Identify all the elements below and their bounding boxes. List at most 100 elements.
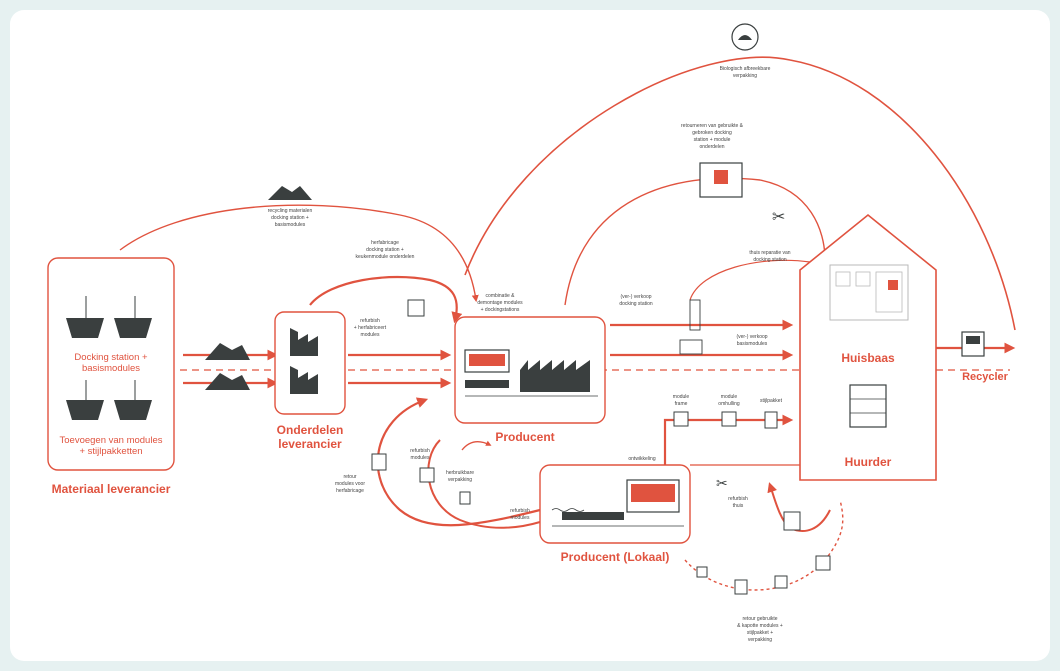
- annotation-herbruikbare-2: verpakking: [448, 477, 472, 483]
- arc-bottom-retour: [684, 499, 844, 591]
- annotation-refurbish-2: + herfabriceert: [354, 325, 387, 331]
- onderdelen-title-line2: leverancier: [278, 437, 342, 451]
- tools-icon: ✂: [716, 476, 728, 492]
- factory-line-icon: [520, 360, 590, 392]
- flow-lokaal-huurder: [663, 414, 794, 465]
- annotation-verkoop-basis-1: (ver-) verkoop: [736, 334, 767, 340]
- material-pile-icon: [205, 373, 250, 390]
- producent-title: Producent: [495, 430, 554, 444]
- annotation-refurbish-modules-1: refurbish: [410, 448, 430, 454]
- materiaal-item2-line2: + stijlpakketten: [79, 446, 142, 457]
- annotation-module-frame-2: frame: [675, 401, 688, 407]
- annotation-retour-2: gebroken docking: [692, 130, 732, 136]
- node-onderdelen-leverancier: [274, 311, 346, 415]
- annotation-biodegradable-2: verpakking: [733, 73, 757, 79]
- arc-biodegradable: [464, 56, 1016, 331]
- factory-icon: [290, 366, 318, 394]
- circular-flow-diagram: Docking station + basismodules Toevoegen…: [47, 23, 1016, 643]
- annotation-retour-modules-3: herfabricage: [336, 488, 364, 494]
- node-producent-lokaal: [539, 464, 691, 544]
- stijlpakket-icon: [764, 411, 778, 429]
- node-materiaal-leverancier: Docking station + basismodules Toevoegen…: [47, 257, 175, 471]
- retour-bottom-icon: [815, 555, 831, 571]
- retour-module-icon: [371, 453, 387, 471]
- loop-lokaal-1: [376, 397, 541, 527]
- annotation-retour-bottom-2: & kapotte modules +: [737, 623, 783, 629]
- onderdelen-title-line1: Onderdelen: [277, 423, 344, 437]
- module-icon: [849, 384, 887, 428]
- annotation-recycling-3: basismodules: [275, 222, 306, 228]
- node-producent: [454, 316, 606, 424]
- materiaal-item2-line1: Toevoegen van modules: [60, 435, 163, 446]
- basis-module-icon: [679, 339, 703, 355]
- annotation-retour-bottom-1: retour gebruikte: [742, 616, 777, 622]
- producent-lokaal-title: Producent (Lokaal): [561, 550, 670, 564]
- annotation-refurbish-3: modules: [361, 332, 380, 338]
- annotation-combinatie-3: + dockingstations: [481, 307, 520, 313]
- annotation-recycling-2: docking station +: [271, 215, 309, 221]
- annotation-verkoop-docking-2: docking station: [619, 301, 653, 307]
- annotation-biodegradable-1: Biologisch afbreekbare: [720, 66, 771, 72]
- arc-recycling: [119, 204, 479, 303]
- node-house: [799, 213, 937, 481]
- refurbish-module-icon: [419, 467, 435, 483]
- annotation-retour-1: retourneren van gebruikte &: [681, 123, 744, 129]
- annotation-thuis-2: docking station: [753, 257, 787, 263]
- annotation-retour-3: station + module: [694, 137, 731, 143]
- home-module-icon: [783, 511, 801, 531]
- annotation-verkoop-basis-2: basismodules: [737, 341, 768, 347]
- materiaal-item1-line2: basismodules: [82, 363, 140, 374]
- arc-retour-top: [564, 177, 826, 306]
- verpakking-icon: [459, 491, 471, 505]
- annotation-herbruikbare-1: herbruikbare: [446, 470, 474, 476]
- arc-herfabricage: [309, 275, 463, 324]
- annotation-refurbish-thuis-1: refurbish: [728, 496, 748, 502]
- annotation-herfabricage-1: herfabricage: [371, 240, 399, 246]
- annotation-retour-modules-1: retour: [343, 474, 356, 480]
- huisbaas-title: Huisbaas: [841, 351, 895, 365]
- factory-icon: [290, 328, 318, 356]
- annotation-thuis-1: thuis reparatie van: [749, 250, 790, 256]
- materiaal-title: Materiaal leverancier: [52, 482, 171, 496]
- annotation-module-frame-1: module: [673, 394, 690, 400]
- bin-icon-1: [66, 296, 152, 420]
- arc-thuis-reparatie: [689, 259, 811, 301]
- module-frame-icon: [673, 411, 689, 427]
- annotation-ontwikkeling: ontwikkeling: [628, 456, 655, 462]
- loop-lokaal-2: [427, 439, 541, 529]
- retour-bottom-icon: [774, 575, 788, 589]
- recycler-title: Recycler: [962, 371, 1009, 383]
- annotation-herfabricage-3: keukenmodule onderdelen: [356, 254, 415, 260]
- annotation-retour-modules-2: modules voor: [335, 481, 365, 487]
- plant-icon: [731, 23, 759, 51]
- annotation-refurbish-producten-1: refurbish: [510, 508, 530, 514]
- annotation-refurbish-producten-2: modules: [511, 515, 530, 521]
- kitchen-icon: [829, 264, 909, 321]
- diagram-card: Docking station + basismodules Toevoegen…: [10, 10, 1050, 661]
- refurbish-module-icon: [407, 299, 425, 317]
- huurder-title: Huurder: [845, 455, 892, 469]
- annotation-stijlpakket: stijlpakket: [760, 398, 783, 404]
- docking-station-icon: [699, 162, 743, 198]
- annotation-retour-bottom-3: stijlpakket +: [747, 630, 773, 636]
- annotation-module-omhulsel-1: module: [721, 394, 738, 400]
- annotation-combinatie-2: demontage modules: [477, 300, 523, 306]
- module-omhulsel-icon: [721, 411, 737, 427]
- materiaal-item1-line1: Docking station +: [74, 352, 148, 363]
- recycler-bin-icon: [961, 331, 985, 357]
- tools-icon: ✂: [772, 207, 785, 226]
- annotation-retour-bottom-4: verpakking: [748, 637, 772, 643]
- material-pile-icon: [205, 343, 250, 360]
- retour-bottom-icon: [734, 579, 748, 595]
- annotation-refurbish-modules-2: modules: [411, 455, 430, 461]
- docking-column-icon: [689, 299, 701, 331]
- annotation-herfabricage-2: docking station +: [366, 247, 404, 253]
- annotation-refurbish-thuis-2: thuis: [733, 503, 744, 509]
- recycling-pile-icon: [268, 186, 312, 200]
- annotation-combinatie-1: combinatie &: [486, 293, 516, 299]
- loop-lokaal-3: [461, 440, 492, 451]
- annotation-recycling-1: recycling materialen: [268, 208, 313, 214]
- annotation-refurbish-1: refurbish: [360, 318, 380, 324]
- annotation-retour-4: onderdelen: [699, 144, 724, 150]
- annotation-verkoop-docking-1: (ver-) verkoop: [620, 294, 651, 300]
